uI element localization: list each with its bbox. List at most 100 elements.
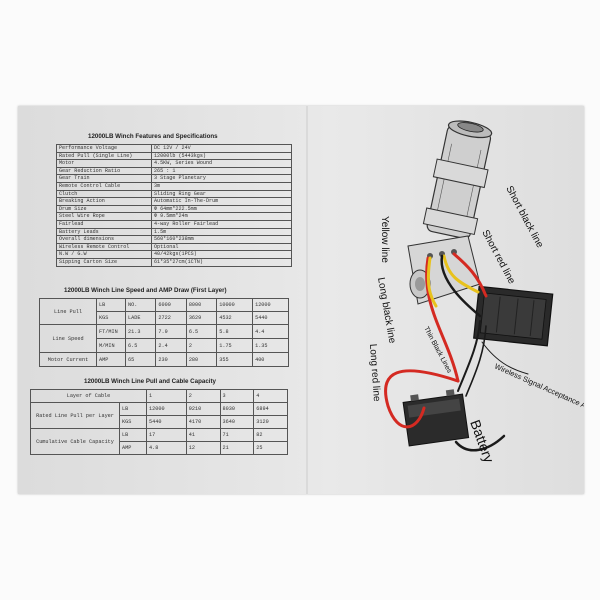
cell: 4170	[185, 415, 221, 429]
cell: 355	[216, 352, 254, 367]
cell: 6894	[253, 402, 288, 416]
cell: 6000	[155, 298, 187, 312]
cell: 12000	[252, 298, 289, 312]
cell: 1.75	[216, 338, 254, 353]
cell: 1.35	[252, 338, 289, 353]
cell: 71	[219, 428, 255, 442]
cell: 21	[219, 441, 255, 455]
spec-name: Breaking Action	[56, 197, 152, 206]
long-red-wire	[425, 256, 460, 383]
cell: 12000	[146, 402, 187, 416]
spec-value: 3m	[151, 181, 292, 191]
cell: 1	[146, 389, 187, 403]
spec-value: Sliding Ring Gear	[151, 189, 292, 199]
cell: 5440	[146, 415, 187, 429]
label-short-black-line: Short black line	[503, 184, 545, 250]
spec-name: Fairlead	[56, 219, 152, 229]
spec-name: Performance Voltage	[56, 144, 152, 153]
cell: 280	[185, 352, 218, 367]
unit-lb: LB	[96, 298, 126, 312]
cell: 41	[185, 428, 221, 442]
unit-ftmin: FT/MIN	[96, 324, 126, 339]
rated-pull-label: Rated Line Pull per Layer	[30, 402, 120, 429]
thin-black-line	[457, 320, 481, 392]
cell: 65	[124, 352, 157, 367]
cell: 2	[185, 338, 218, 353]
spec-value: 4.5KW, Series Wound	[151, 159, 292, 168]
label-yellow-line: Yellow line	[379, 216, 390, 263]
cell: 82	[253, 428, 288, 442]
spec-value: Φ 64mm*222.5mm	[151, 204, 292, 214]
cell: 2722	[155, 311, 187, 325]
short-red-wire	[452, 252, 488, 298]
cell: 3	[219, 389, 255, 403]
yellow-wire	[426, 256, 438, 308]
label-antenna: Wireless Signal Acceptance Antenna	[493, 362, 584, 420]
cell: 4532	[216, 311, 254, 325]
spec-value: 40/42kgs(1PCS)	[151, 250, 292, 259]
spec-name: Drum Size	[56, 204, 152, 214]
spec-row: Rated Pull (Single Line)12000lb (5443kgs…	[56, 151, 292, 161]
cell: 2	[185, 389, 221, 403]
cell: 12	[185, 441, 221, 455]
spec-value: 1.5m	[151, 227, 292, 237]
unit-amp: AMP	[119, 441, 147, 455]
spec-name: Overall dimensions	[56, 235, 152, 244]
spec-name: Wireless Remote Control	[56, 242, 152, 252]
cell: LADE	[124, 311, 157, 325]
label-short-red-line: Short red line	[479, 228, 517, 286]
unit-kgs: KGS	[96, 311, 126, 325]
spec-value: 560*160*238mm	[151, 235, 292, 244]
spec-name: Rated Pull (Single Line)	[56, 151, 152, 161]
cell: 2.4	[155, 338, 187, 353]
capacity-table: Layer of Cable 1 2 3 4 Rated Line Pull p…	[30, 389, 288, 455]
layer-label: Layer of Cable	[30, 389, 147, 403]
cell: 7.9	[155, 324, 187, 339]
cell: 6.5	[185, 324, 218, 339]
manual-sheet: 12000LB Winch Features and Specification…	[18, 106, 584, 494]
cell: 4.4	[252, 324, 289, 339]
speed-table-title: 12000LB Winch Line Speed and AMP Draw (F…	[64, 287, 227, 294]
cell: 9210	[185, 402, 221, 416]
label-long-black-line: Long black line	[375, 277, 397, 345]
cell: 4	[253, 389, 288, 403]
control-box-drawing	[473, 285, 554, 347]
cell: 25	[253, 441, 288, 455]
spec-value: 3 Stage Planetary	[151, 174, 292, 183]
spec-name: Clutch	[56, 189, 152, 199]
cell: 21.3	[124, 324, 157, 339]
label-battery: Battery	[467, 418, 497, 465]
short-black-wire	[454, 434, 506, 452]
unit-lb: LB	[119, 402, 147, 416]
cell: 8030	[219, 402, 255, 416]
spec-value: DC 12V / 24V	[151, 144, 292, 153]
cell: 10000	[216, 298, 254, 312]
spec-name: Sipping Carton Size	[56, 257, 152, 267]
line-pull-label: Line Pull	[39, 298, 97, 325]
unit-amp: AMP	[96, 352, 126, 367]
winch-motor-drawing	[422, 120, 493, 239]
cell: 230	[155, 352, 187, 367]
cell: 3629	[185, 311, 218, 325]
spec-name: Steel Wire Rope	[56, 212, 152, 221]
battery-drawing	[402, 389, 470, 447]
spec-value: 61*35*27cm(1CTN)	[151, 257, 292, 267]
cumulative-capacity-label: Cumulative Cable Capacity	[30, 428, 120, 455]
cell: NO.	[124, 298, 157, 312]
spec-value: 12000lb (5443kgs)	[151, 151, 292, 161]
cell: 8000	[185, 298, 218, 312]
cell: 17	[146, 428, 187, 442]
cell: 400	[252, 352, 289, 367]
long-black-wire	[440, 254, 482, 318]
unit-lb: LB	[119, 428, 147, 442]
